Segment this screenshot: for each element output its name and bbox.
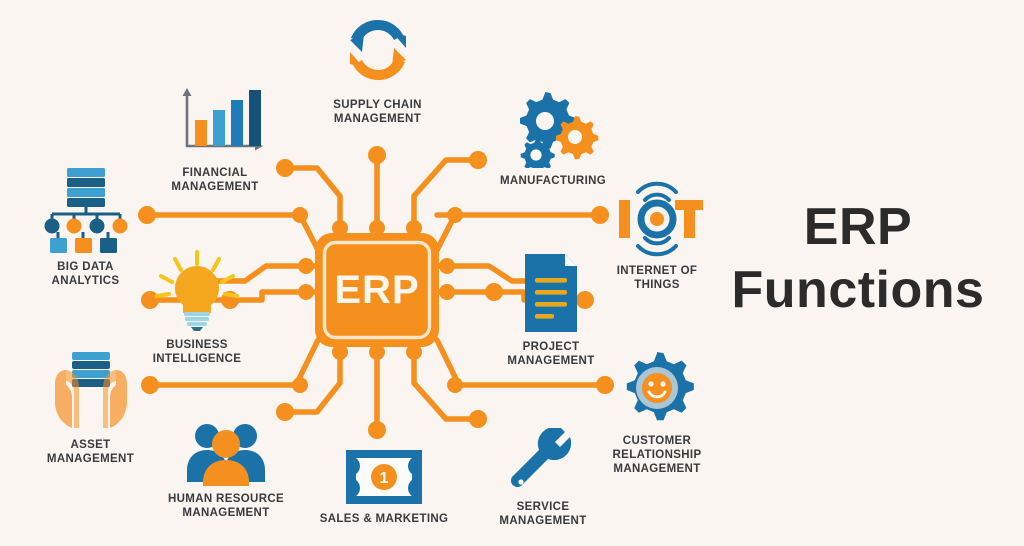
node-label: ASSET MANAGEMENT	[46, 439, 135, 466]
iot-icon	[607, 180, 707, 258]
bar-chart-icon	[163, 82, 267, 160]
node-supply-chain-management[interactable]: SUPPLY CHAIN MANAGEMENT	[305, 8, 450, 126]
people-group-icon	[180, 418, 272, 486]
node-financial-management[interactable]: FINANCIAL MANAGEMENT	[145, 82, 285, 194]
node-label: FINANCIAL MANAGEMENT	[171, 167, 259, 194]
node-label: MANUFACTURING	[499, 175, 607, 187]
node-business-intelligence[interactable]: BUSINESS INTELLIGENCE	[134, 246, 260, 366]
node-label: SERVICE MANAGEMENT	[499, 501, 587, 528]
node-big-data-analytics[interactable]: BIG DATA ANALYTICS	[23, 162, 148, 288]
page-title: ERP Functions	[708, 196, 1008, 323]
node-customer-relationship-management[interactable]: CUSTOMER RELATIONSHIP MANAGEMENT	[596, 350, 718, 476]
node-sales-marketing[interactable]: 1 SALES & MARKETING	[310, 448, 458, 526]
node-label: SALES & MARKETING	[319, 513, 449, 525]
wrench-icon	[508, 426, 578, 494]
document-icon	[515, 252, 587, 334]
gear-smiley-icon	[617, 350, 697, 428]
data-tree-icon	[38, 162, 134, 254]
node-label: PROJECT MANAGEMENT	[507, 341, 595, 368]
node-asset-management[interactable]: ASSET MANAGEMENT	[28, 348, 153, 466]
node-service-management[interactable]: SERVICE MANAGEMENT	[482, 426, 604, 528]
node-manufacturing[interactable]: MANUFACTURING	[483, 86, 623, 188]
node-label: BUSINESS INTELLIGENCE	[152, 339, 242, 366]
banknote-coin-icon: 1	[344, 448, 424, 506]
node-label: SUPPLY CHAIN MANAGEMENT	[333, 99, 422, 126]
node-project-management[interactable]: PROJECT MANAGEMENT	[489, 252, 613, 368]
title-line-1: ERP	[803, 198, 913, 256]
node-human-resource-management[interactable]: HUMAN RESOURCE MANAGEMENT	[154, 418, 298, 520]
hands-server-icon	[44, 348, 138, 432]
erp-chip-icon	[315, 233, 439, 347]
lightbulb-icon	[151, 246, 243, 332]
node-label: CUSTOMER RELATIONSHIP MANAGEMENT	[612, 435, 702, 476]
node-label: INTERNET OF THINGS	[616, 265, 698, 292]
node-label: HUMAN RESOURCE MANAGEMENT	[167, 493, 285, 520]
banknote-coin-value: 1	[380, 470, 389, 487]
circular-arrows-icon	[330, 8, 426, 92]
node-label: BIG DATA ANALYTICS	[51, 261, 120, 288]
title-line-2: Functions	[731, 261, 985, 320]
node-internet-of-things[interactable]: INTERNET OF THINGS	[598, 180, 716, 292]
gears-icon	[505, 86, 601, 173]
